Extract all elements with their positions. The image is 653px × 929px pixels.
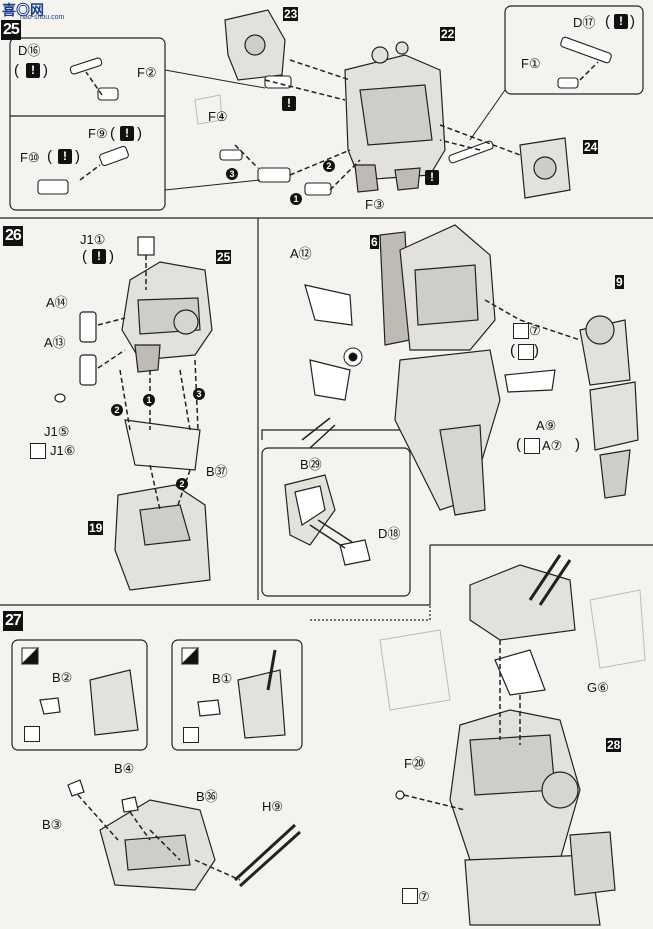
torso-assembly-26 (54, 236, 213, 591)
torso-core-25 (344, 41, 446, 193)
paren-open: ( (47, 148, 52, 165)
label-f10: F⑩ (20, 150, 40, 165)
label-a12: A⑫ (290, 246, 312, 261)
knife-icon (24, 726, 40, 742)
label-b4: B④ (114, 761, 135, 776)
part-tag-6: 6 (370, 235, 379, 249)
label-a13: A⑬ (44, 335, 66, 350)
inset-box-26 (261, 447, 411, 597)
paren-open: ( (510, 342, 515, 359)
part-tag-28: 28 (606, 738, 622, 752)
order-2: 2 (176, 478, 188, 490)
inset-part-b29 (284, 474, 371, 566)
paren-close: ) (43, 62, 48, 79)
paren-close: ) (575, 436, 580, 453)
inset-box-25-left (9, 37, 166, 211)
warning-icon: ! (120, 126, 134, 141)
label-g6: G⑥ (587, 680, 609, 695)
label-b29: B㉙ (300, 457, 322, 472)
inset-box-25-right (504, 5, 644, 95)
knife-icon (402, 888, 418, 904)
tool-icon (513, 323, 529, 339)
watermark-url: nao-shou.com (20, 14, 65, 21)
step-27-number: 27 (3, 611, 23, 631)
label-a7: A⑦ (542, 438, 563, 453)
watermark-logo: 喜◎网 (2, 2, 44, 18)
body-assembly-6 (304, 224, 639, 516)
label-j16: J1⑥ (50, 443, 76, 458)
warning-icon: ! (58, 149, 72, 164)
label-d18: D⑱ (378, 526, 401, 541)
paren-open: ( (82, 248, 87, 265)
part-tag-19: 19 (88, 521, 104, 535)
label-a14: A⑭ (46, 295, 68, 310)
part-tag-25: 25 (216, 250, 232, 264)
part-tag-23: 23 (283, 7, 299, 21)
order-3: 3 (193, 388, 205, 400)
label-f9: F⑨ (88, 126, 108, 141)
side-plate-24 (519, 137, 571, 199)
paren-close: ) (75, 148, 80, 165)
label-f3: F③ (365, 197, 385, 212)
body-assembly-28 (395, 554, 616, 926)
label-f2: F② (137, 65, 157, 80)
label-f1: F① (521, 56, 541, 71)
paren-open: ( (605, 13, 610, 30)
warning-icon: ! (425, 170, 439, 185)
step-26-number: 26 (3, 226, 23, 246)
order-1: 1 (143, 394, 155, 406)
label-num7a: ⑦ (529, 323, 541, 338)
warning-icon: ! (282, 96, 296, 111)
inset-box-27-b (171, 639, 303, 751)
warning-icon: ! (614, 14, 628, 29)
paren-close: ) (109, 248, 114, 265)
swap-icon (524, 438, 540, 454)
swap-icon (518, 344, 534, 360)
label-b1: B① (212, 671, 233, 686)
label-d17: D⑰ (573, 15, 596, 30)
label-d16: D⑯ (18, 43, 41, 58)
waist-part-b36 (39, 649, 302, 891)
paren-close: ) (137, 125, 142, 142)
order-1: 1 (290, 193, 302, 205)
label-b37: B㊲ (206, 464, 228, 479)
knife-icon (183, 727, 199, 743)
label-b36: B㊱ (196, 789, 218, 804)
part-tag-9: 9 (615, 275, 624, 289)
label-f4: F④ (208, 109, 228, 124)
paren-open: ( (14, 62, 19, 79)
part-tag-22: 22 (440, 27, 456, 41)
paren-close: ) (630, 13, 635, 30)
order-2: 2 (111, 404, 123, 416)
order-2: 2 (323, 160, 335, 172)
label-b2: B② (52, 670, 73, 685)
side-plate-23 (224, 9, 286, 81)
label-num7b: ⑦ (418, 889, 430, 904)
warning-icon: ! (92, 249, 106, 264)
label-j11: J1① (80, 232, 106, 247)
paren-open: ( (110, 125, 115, 142)
part-tag-24: 24 (583, 140, 599, 154)
order-3: 3 (226, 168, 238, 180)
label-b3: B③ (42, 817, 63, 832)
warning-icon: ! (26, 63, 40, 78)
paren-close: ) (534, 342, 539, 359)
label-h9: H⑨ (262, 799, 284, 814)
swap-icon (30, 443, 46, 459)
label-j15: J1⑤ (44, 424, 70, 439)
label-a9: A⑨ (536, 418, 557, 433)
inset-box-27-a (11, 639, 148, 751)
label-f20: F⑳ (404, 756, 425, 771)
step-25-number: 25 (1, 20, 21, 40)
paren-open: ( (516, 436, 521, 453)
